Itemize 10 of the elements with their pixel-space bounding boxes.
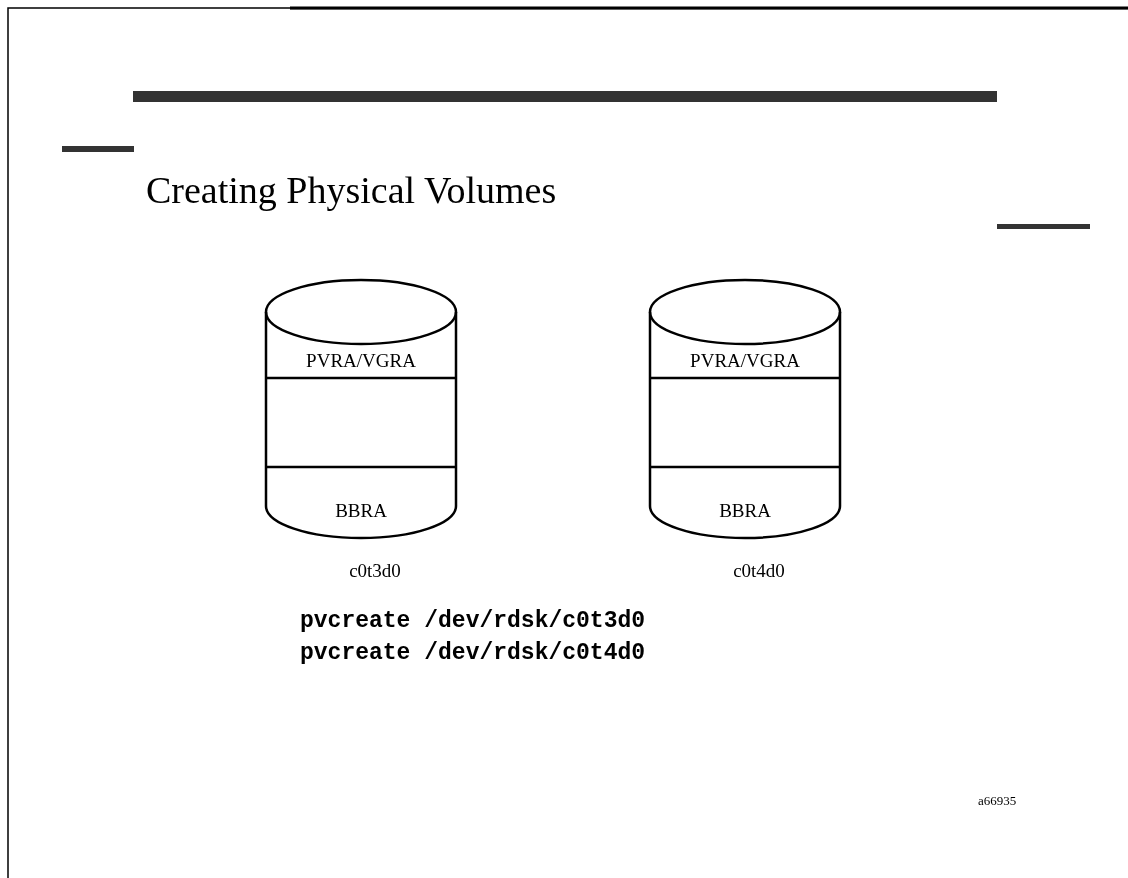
figure-id: a66935 xyxy=(978,793,1017,809)
slide-title: Creating Physical Volumes xyxy=(146,168,557,212)
device-name: c0t4d0 xyxy=(732,560,786,582)
device-name: c0t3d0 xyxy=(348,560,402,582)
region-label: PVRA/VGRA xyxy=(305,350,417,372)
region-label: BBRA xyxy=(334,500,388,522)
region-label: BBRA xyxy=(718,500,772,522)
command-line: pvcreate /dev/rdsk/c0t3d0 xyxy=(300,608,646,634)
region-label: PVRA/VGRA xyxy=(689,350,801,372)
command-line: pvcreate /dev/rdsk/c0t4d0 xyxy=(300,640,646,666)
